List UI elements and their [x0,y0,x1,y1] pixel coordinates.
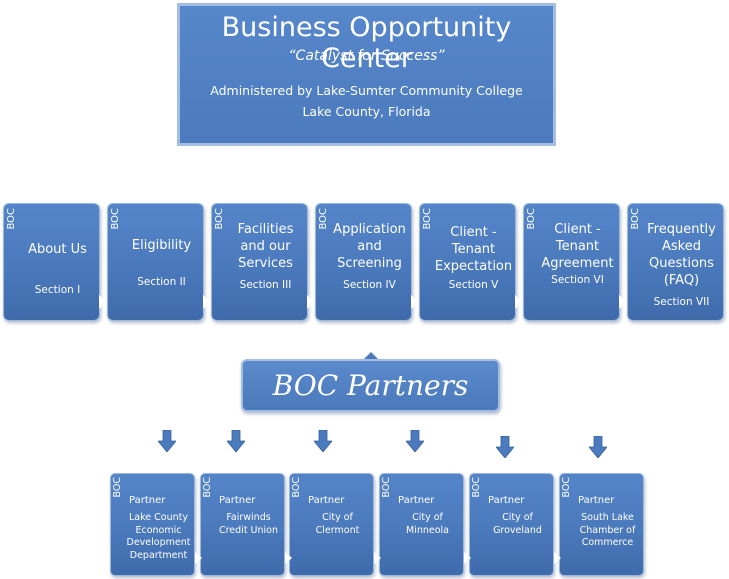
chevron-right-icon [464,552,471,564]
header-title: Business Opportunity Center [221,12,512,74]
section-number: Section II [137,276,186,288]
partner-name: South Lake Chamber of Commerce [579,512,636,548]
section-box-eligibility[interactable]: BOC Eligibility Section II [107,203,204,321]
section-label: Eligibility [131,238,192,253]
partner-tag: BOC [202,477,213,498]
section-box-client-tenant-agreement[interactable]: BOC Client - Tenant Agreement Section VI [523,203,620,321]
section-box-facilities[interactable]: BOC Facilities and our Services Section … [211,203,308,321]
section-number: Section V [448,279,499,291]
chevron-right-icon [203,295,211,309]
section-number: Section VII [653,296,710,308]
chevron-right-icon [515,295,523,309]
chevron-right-icon [619,295,627,309]
section-tag: BOC [630,208,641,230]
partner-box-lake-county[interactable]: BOC Partner Lake County Economic Develop… [110,473,195,576]
partner-box-fairwinds[interactable]: BOC Partner Fairwinds Credit Union [200,473,285,576]
section-tag: BOC [110,208,121,230]
section-box-application[interactable]: BOC Application and Screening Section IV [315,203,412,321]
section-label: Client - Tenant Agreement [541,222,614,271]
section-tag: BOC [526,208,537,230]
arrow-down-icon [406,430,424,452]
section-tag: BOC [214,208,225,230]
partner-name: City of Minneola [406,512,449,536]
section-label: Application and Screening [333,222,406,271]
partner-title: Partner [129,495,166,506]
partner-box-clermont[interactable]: BOC Partner City of Clermont [289,473,374,576]
chevron-right-icon [411,295,419,309]
section-label: Facilities and our Services [237,222,294,271]
partner-title: Partner [308,495,345,506]
header-administered-line: Administered by Lake-Sumter Community Co… [210,83,523,98]
header-subtitle: “Catalyst for Success” [288,48,445,64]
partner-title: Partner [219,495,256,506]
partner-box-groveland[interactable]: BOC Partner City of Groveland [469,473,554,576]
partner-box-minneola[interactable]: BOC Partner City of Minneola [379,473,464,576]
chevron-right-icon [374,552,381,564]
partner-tag: BOC [381,477,392,498]
section-number: Section IV [343,279,396,291]
section-label: About Us [28,242,87,257]
chevron-right-icon [99,295,107,309]
section-label: Client - Tenant Expectation [434,225,513,274]
partner-tag: BOC [112,477,123,498]
section-tag: BOC [422,208,433,230]
partner-box-south-lake-chamber[interactable]: BOC Partner South Lake Chamber of Commer… [559,473,644,576]
partner-title: Partner [488,495,525,506]
section-number: Section VI [551,274,604,286]
chevron-right-icon [307,295,315,309]
arrow-down-icon [589,436,607,458]
caret-up-icon [364,352,378,359]
arrow-down-icon [314,430,332,452]
partner-tag: BOC [291,477,302,498]
section-box-client-tenant-expectation[interactable]: BOC Client - Tenant Expectation Section … [419,203,516,321]
header-box: Business Opportunity Center “Catalyst fo… [177,3,556,146]
section-tag: BOC [6,208,17,230]
section-number: Section I [34,284,81,296]
partner-name: Fairwinds Credit Union [218,512,279,536]
arrow-down-icon [158,430,176,452]
section-number: Section III [239,279,292,291]
chevron-right-icon [285,552,292,564]
partner-name: City of Groveland [493,512,542,536]
arrow-down-icon [227,430,245,452]
chevron-right-icon [195,552,202,564]
partner-title: Partner [398,495,435,506]
section-label: Frequently Asked Questions (FAQ) [647,222,716,288]
partner-name: Lake County Economic Development Departm… [126,512,191,561]
partner-name: City of Clermont [315,512,360,536]
header-location-line: Lake County, Florida [302,104,431,119]
partner-tag: BOC [471,477,482,498]
section-box-faq[interactable]: BOC Frequently Asked Questions (FAQ) Sec… [627,203,724,321]
section-box-about-us[interactable]: BOC About Us Section I [3,203,100,321]
partners-banner-label: BOC Partners [272,369,469,402]
partner-title: Partner [578,495,615,506]
partners-banner[interactable]: BOC Partners [241,359,500,412]
section-tag: BOC [318,208,329,230]
arrow-down-icon [496,436,514,458]
chevron-right-icon [554,552,561,564]
partner-tag: BOC [561,477,572,498]
